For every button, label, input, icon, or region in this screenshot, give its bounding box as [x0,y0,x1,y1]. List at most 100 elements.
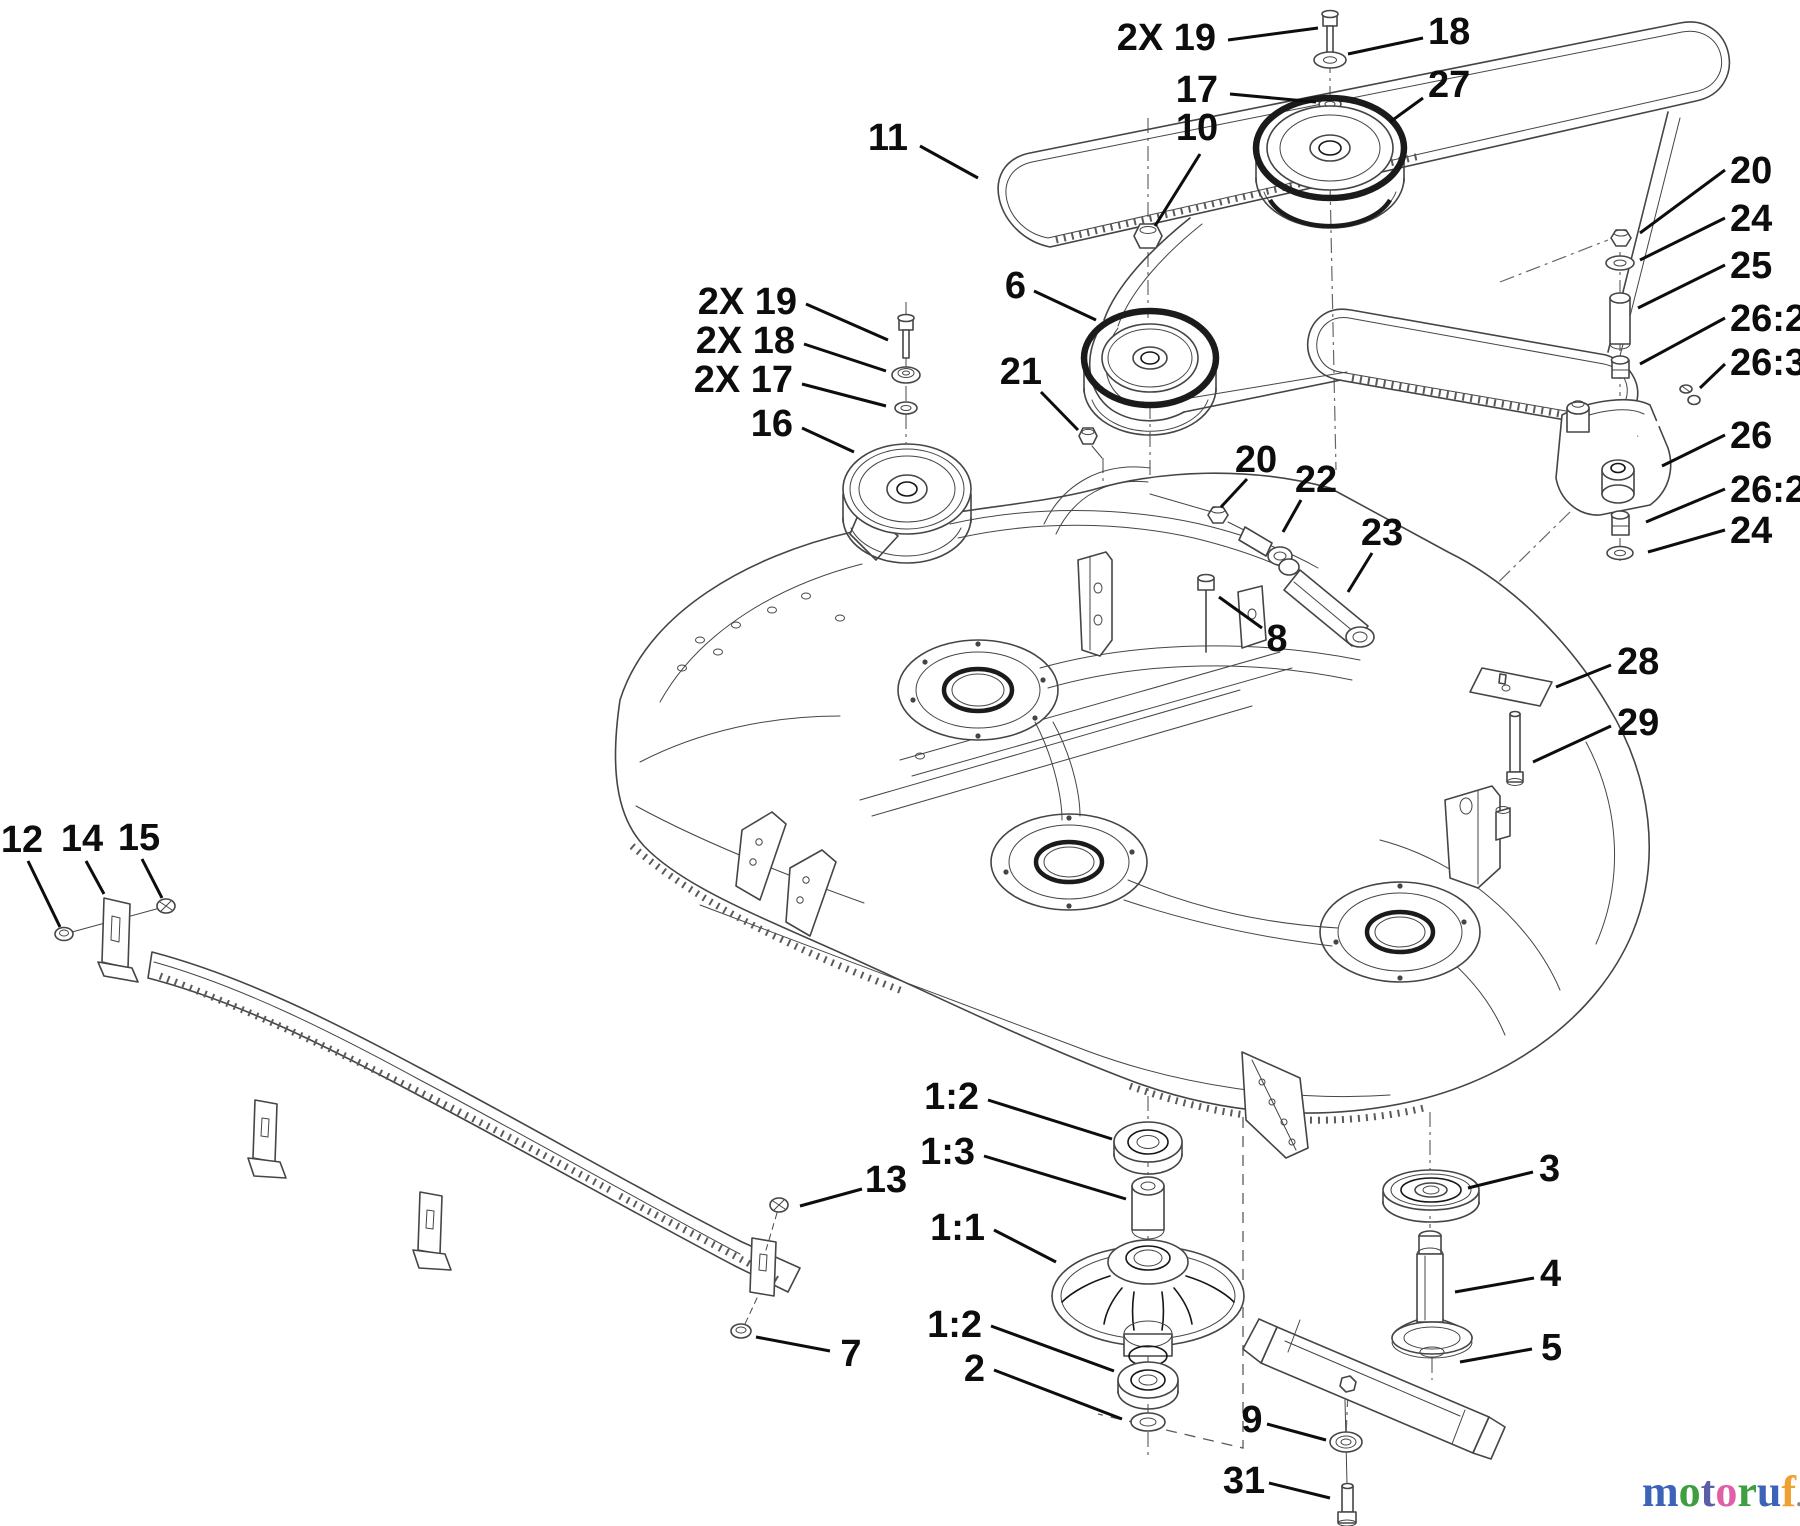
part-label-6: 6 [1005,265,1026,307]
leader-line-1-2-bot [990,1324,1115,1373]
part-label-19-top: 2X 19 [1117,17,1216,59]
washer-24-b [1606,545,1634,561]
leader-line-26-3 [1698,362,1727,390]
link-rod-22 [1227,521,1300,576]
nut-10 [1133,223,1163,249]
leader-line-9 [1266,1422,1327,1442]
part-label-28: 28 [1617,641,1659,683]
part-label-2: 2 [964,1348,985,1390]
leader-line-20-mid [1219,477,1249,509]
screw-13 [769,1197,789,1213]
leader-line-24-right-a [1639,216,1726,262]
bushing-26-2-a [1610,355,1630,379]
washer-9 [1329,1399,1363,1485]
part-label-8: 8 [1266,618,1287,660]
part-label-11: 11 [868,117,908,159]
leader-line-1-3 [983,1154,1127,1201]
spacer-1-3 [1131,1176,1165,1240]
watermark-letter: t [1700,1467,1716,1516]
watermark-suffix: .de [1796,1485,1800,1512]
part-label-7: 7 [840,1333,861,1375]
bracket-14 [71,897,161,983]
leader-line-31 [1268,1481,1331,1500]
pulley-27-assembly [1252,9,1408,229]
drive-pulley-6 [1080,307,1220,436]
part-label-26-2-b: 26:2 [1730,469,1800,511]
bolt-19-left [897,313,915,359]
part-label-16: 16 [751,403,793,445]
part-label-15: 15 [118,817,160,859]
deck-spindle-rings [897,639,1481,983]
bolt-19-top [1321,9,1339,57]
nut-18-left [891,366,921,384]
rail-tab-2 [412,1191,452,1271]
leader-line-19-top [1227,26,1319,42]
blade-explosion [1242,1169,1506,1526]
spindle-housing-1-1 [1051,1239,1245,1374]
part-label-3: 3 [1539,1148,1560,1190]
washer-17-left [894,401,918,415]
leader-line-10 [1153,153,1202,227]
watermark-letter: o [1715,1467,1738,1516]
watermark-letter: u [1756,1467,1782,1516]
idler-pulley-27 [1252,94,1408,229]
screw-15 [156,898,176,914]
leader-line-6 [1033,289,1097,322]
part-label-24-right-a: 24 [1730,198,1772,240]
leader-line-23 [1346,552,1374,593]
bearing-1-2-top [1113,1121,1183,1175]
setscrew-26-3 [1679,384,1693,394]
bumper-rail-assembly [54,897,801,1339]
watermark-letter: o [1678,1467,1701,1516]
rail-tab-3 [744,1212,778,1325]
idler-arm-26 [1555,394,1701,516]
pulley-16-assembly [842,313,972,564]
part-label-26-3: 26:3 [1730,342,1800,384]
leader-line-26 [1661,433,1726,468]
leader-line-29 [1532,724,1612,764]
leader-line-3 [1467,1170,1534,1190]
part-label-12: 12 [1,819,43,861]
part-label-17-top: 17 [1176,69,1218,111]
deck-brackets [735,551,1511,1159]
leader-line-5 [1459,1347,1533,1364]
leader-line-14 [84,860,106,895]
part-label-18-top: 18 [1428,11,1470,53]
part-label-1-2-bot: 1:2 [927,1304,982,1346]
leader-line-8 [1218,595,1263,630]
leader-line-4 [1454,1276,1535,1294]
watermark-logo: motoruf.de [1642,1468,1800,1520]
leader-line-17-top [1229,92,1317,104]
blade-5 [1242,1318,1506,1460]
nut-12 [54,926,74,942]
part-label-29: 29 [1617,702,1659,744]
nut-7 [730,1323,752,1339]
leader-line-1-1 [993,1228,1057,1264]
spring-23 [1283,569,1375,648]
part-label-24-right-b: 24 [1730,510,1772,552]
part-label-27: 27 [1428,64,1470,106]
watermark-letter: f [1781,1467,1796,1516]
part-label-13: 13 [865,1159,907,1201]
part-label-20-right: 20 [1730,150,1772,192]
washer-18-top [1313,51,1347,69]
part-label-5: 5 [1541,1327,1562,1369]
rail-tab-1 [247,1099,287,1179]
part-label-9: 9 [1241,1399,1262,1441]
part-label-26: 26 [1730,415,1772,457]
washer-2 [1130,1412,1166,1432]
nut-20-mid [1207,506,1229,524]
leader-line-2 [993,1368,1123,1421]
part-label-4: 4 [1540,1253,1561,1295]
nut-20-right [1610,229,1632,247]
part-label-10: 10 [1176,107,1218,149]
spindle-explosion [1051,1121,1245,1432]
plate-28 [1469,667,1553,707]
leader-line-26-2-b [1645,487,1726,524]
leader-line-17-left [801,382,887,408]
part-label-1-2-top: 1:2 [924,1076,979,1118]
leader-line-12 [26,860,62,928]
part-label-1-1: 1:1 [930,1207,985,1249]
